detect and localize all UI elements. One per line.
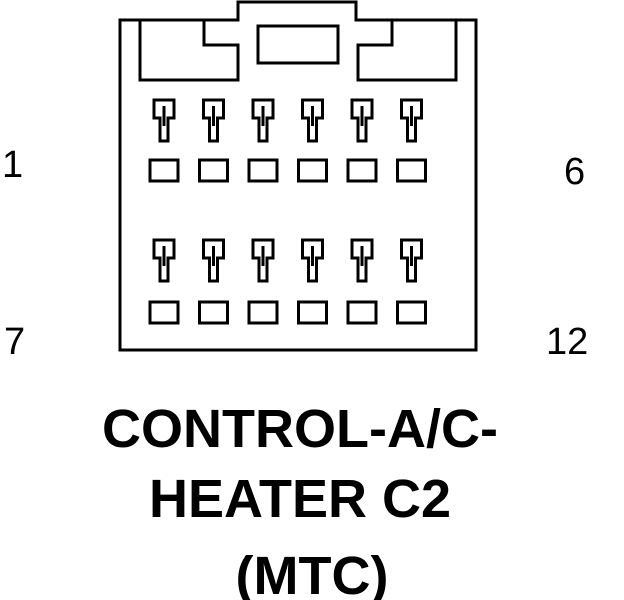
terminal-cavity-7 (148, 300, 180, 325)
connector-body (118, 0, 478, 352)
terminal-rows (148, 98, 427, 325)
terminal-cavity-12 (396, 300, 427, 325)
terminal-cavity-11 (346, 300, 378, 325)
terminal-cavity-3 (247, 158, 279, 183)
latch-window (256, 24, 340, 65)
terminal-cavity-10 (297, 300, 328, 325)
connector-title-line1: CONTROL-A/C- (102, 399, 498, 459)
pin-label-7: 7 (4, 321, 25, 363)
connector-housing (118, 0, 478, 352)
terminal-cavity-9 (247, 300, 279, 325)
terminal-cavity-4 (297, 158, 328, 183)
right-top-cavity (356, 20, 458, 82)
terminal-cavity-8 (198, 300, 229, 325)
connector-title-line2: HEATER C2 (149, 469, 451, 529)
connector-subtitle: (MTC) (236, 546, 389, 600)
terminal-cavity-5 (346, 158, 378, 183)
pin-label-12: 12 (546, 321, 588, 363)
terminal-cavity-2 (198, 158, 229, 183)
pin-label-6: 6 (564, 151, 585, 193)
left-top-cavity (138, 20, 240, 82)
terminal-cavity-1 (148, 158, 180, 183)
pin-label-1: 1 (2, 144, 23, 186)
terminal-cavity-6 (396, 158, 427, 183)
